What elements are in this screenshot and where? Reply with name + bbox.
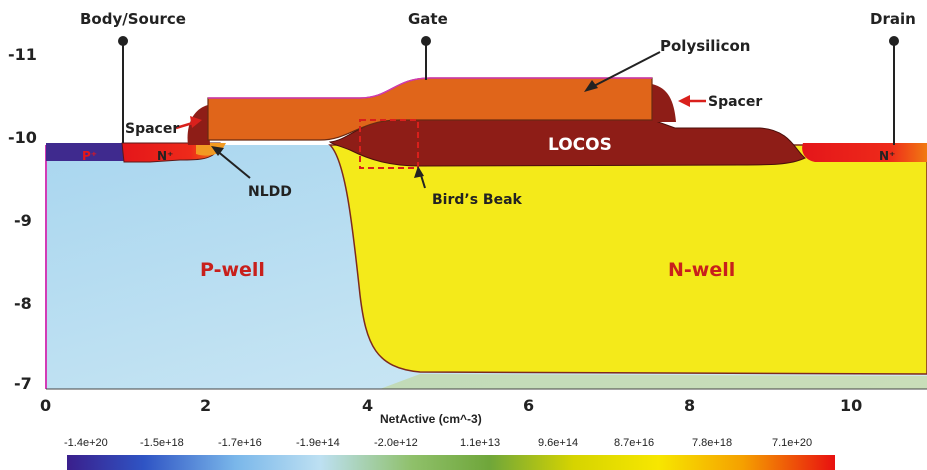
p-plus-region xyxy=(46,143,124,161)
body-source-label: Body/Source xyxy=(80,10,186,28)
p-plus-label: P⁺ xyxy=(82,149,97,163)
spacer-right-shape xyxy=(652,84,676,122)
terminal-gate xyxy=(421,36,431,80)
colorbar-label: -1.5e+18 xyxy=(140,437,184,449)
nldd-arrow xyxy=(211,146,251,179)
polysilicon-label: Polysilicon xyxy=(660,37,750,55)
colorbar-label: 8.7e+16 xyxy=(614,437,654,449)
colorbar-label: 9.6e+14 xyxy=(538,437,578,449)
terminal-drain xyxy=(889,36,899,145)
birds-beak-arrow xyxy=(414,166,426,189)
colorbar-label: -1.4e+20 xyxy=(64,437,108,449)
n-well-bottom-band xyxy=(380,374,927,389)
x-tick-label: 2 xyxy=(200,396,211,415)
colorbar-label: -2.0e+12 xyxy=(374,437,418,449)
spacer-right-label: Spacer xyxy=(708,94,762,110)
x-axis: 0 2 4 6 8 10 xyxy=(40,396,862,415)
n-plus-drain-label: N⁺ xyxy=(879,149,895,163)
x-tick-label: 6 xyxy=(523,396,534,415)
x-tick-label: 0 xyxy=(40,396,51,415)
colorbar xyxy=(67,455,835,470)
spacer-left-shape xyxy=(187,105,210,145)
polysilicon-arrow xyxy=(584,51,661,92)
colorbar-label: 7.1e+20 xyxy=(772,437,812,449)
drain-label: Drain xyxy=(870,10,916,28)
p-well-label: P-well xyxy=(200,259,265,281)
y-tick-label: -11 xyxy=(8,45,37,64)
x-tick-label: 8 xyxy=(684,396,695,415)
x-axis-title: NetActive (cm^-3) xyxy=(380,412,482,426)
y-axis: -11 -10 -9 -8 -7 xyxy=(8,45,37,393)
colorbar-label: 7.8e+18 xyxy=(692,437,732,449)
n-well-label: N-well xyxy=(668,259,735,281)
birds-beak-label: Bird’s Beak xyxy=(432,192,523,208)
y-tick-label: -10 xyxy=(8,128,37,147)
y-tick-label: -8 xyxy=(14,294,32,313)
colorbar-label: 1.1e+13 xyxy=(460,437,500,449)
n-plus-drain-region xyxy=(802,143,927,162)
spacer-right-arrow xyxy=(678,95,706,107)
n-well-region xyxy=(328,144,927,375)
n-plus-source-label: N⁺ xyxy=(157,149,173,163)
x-tick-label: 10 xyxy=(840,396,862,415)
nldd-label: NLDD xyxy=(248,184,292,200)
left-edge-line xyxy=(45,145,47,389)
birds-beak-box xyxy=(359,119,419,169)
colorbar-label: -1.7e+16 xyxy=(218,437,262,449)
gate-label: Gate xyxy=(408,10,448,28)
spacer-left-label: Spacer xyxy=(125,121,179,137)
colorbar-label: -1.9e+14 xyxy=(296,437,340,449)
locos-label: LOCOS xyxy=(548,135,612,155)
spacer-left-arrow xyxy=(175,116,202,130)
y-tick-label: -7 xyxy=(14,374,32,393)
colorbar-labels: -1.4e+20 -1.5e+18 -1.7e+16 -1.9e+14 -2.0… xyxy=(64,437,812,449)
y-tick-label: -9 xyxy=(14,211,32,230)
terminal-body-source xyxy=(118,36,128,143)
x-tick-label: 4 xyxy=(362,396,373,415)
